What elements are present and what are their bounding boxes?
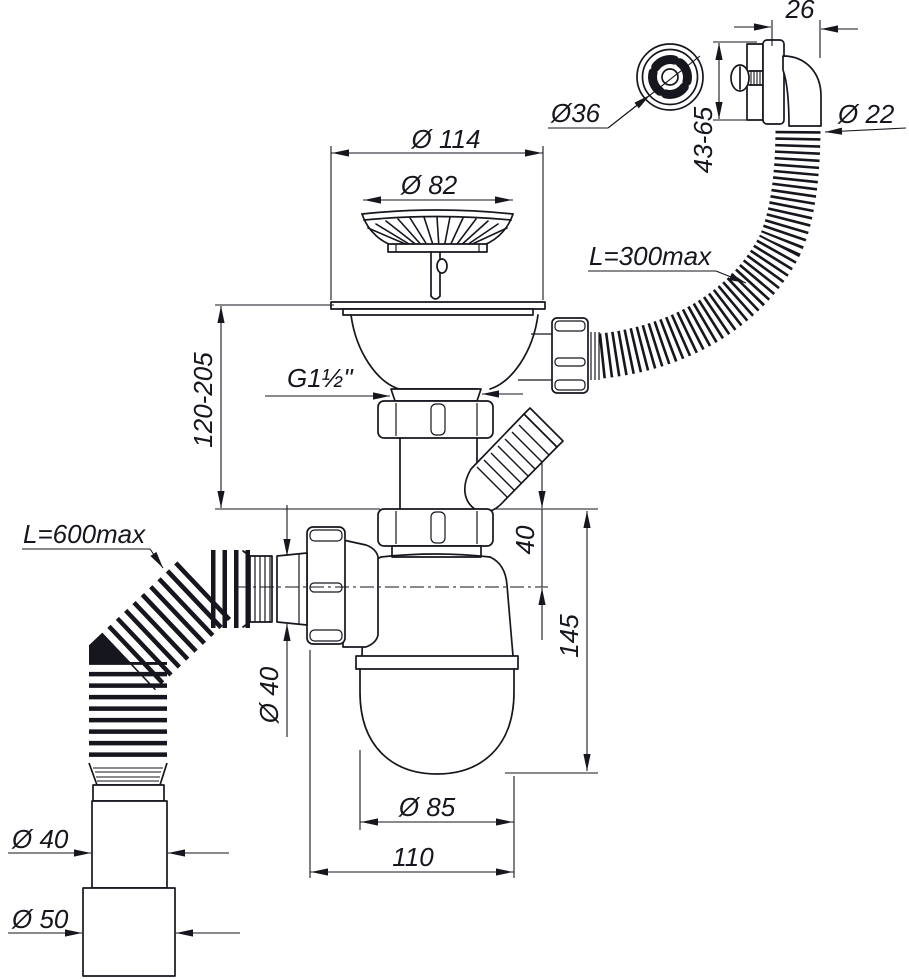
tailpipe [399, 437, 478, 510]
dim-label-mount-height: 120-205 [188, 352, 218, 448]
overflow-elbow [730, 39, 822, 127]
dim-strainer-outer: Ø 114 [330, 124, 544, 300]
hose-end-adapter [82, 762, 176, 977]
dim-label-inlet-offset: 40 [510, 525, 540, 554]
screw [730, 64, 764, 92]
dim-label-outlet-pipe-dia: Ø 40 [254, 666, 284, 724]
dim-cup-dia: Ø 85 [359, 750, 515, 878]
union-nut-lower [377, 508, 494, 558]
outlet-corrugated-hose [86, 547, 250, 763]
dim-label-overflow-hose-dia: Ø 22 [837, 99, 895, 129]
dim-outlet-pipe-dia: Ø 40 [254, 505, 291, 737]
dim-label-trap-depth: 110 [392, 842, 434, 872]
union-nut-upper [377, 400, 494, 439]
dim-label-thread: G1½" [287, 363, 354, 393]
dim-label-overflow-grille: Ø36 [550, 98, 601, 128]
dim-label-hose-adapter-dia: Ø 50 [11, 904, 69, 934]
dim-trap-height: 145 [505, 511, 598, 774]
dim-label-overflow-hose-length: L=300max [589, 241, 712, 271]
overflow-grille [636, 43, 704, 111]
dim-overflow-hose-length: L=300max [588, 241, 747, 284]
dim-label-hose-end-dia: Ø 40 [11, 824, 69, 854]
dim-hose-end-dia: Ø 40 [8, 824, 229, 857]
dim-label-strainer-inner: Ø 82 [400, 170, 458, 200]
dim-overflow-grille: Ø36 [548, 55, 701, 129]
dim-overflow-height: 43-65 [688, 41, 760, 173]
dim-thread: G1½" [265, 363, 523, 400]
drain-bowl [350, 314, 552, 402]
dim-hose-adapter-dia: Ø 50 [8, 904, 240, 937]
dim-inlet-offset: 40 [495, 463, 598, 640]
dim-label-overflow-height: 43-65 [688, 106, 718, 173]
overflow-hose-nut [551, 317, 600, 394]
dim-elbow-width: 26 [734, 0, 858, 58]
dim-label-strainer-outer: Ø 114 [411, 124, 481, 154]
dim-mount-height: 120-205 [188, 304, 380, 510]
dim-label-outlet-hose-length: L=600max [23, 519, 146, 549]
trap-side-outlet [242, 526, 379, 648]
overflow-hose [598, 126, 823, 381]
strainer-basket [361, 209, 514, 300]
dim-overflow-hose-dia: Ø 22 [824, 99, 907, 135]
dimension-lines: Ø 114 Ø 82 26 43-65 Ø 22 [8, 0, 907, 937]
sink-flange [330, 301, 546, 316]
dim-outlet-hose-length: L=600max [22, 519, 164, 569]
dim-label-elbow-width: 26 [785, 0, 815, 24]
dim-trap-depth: 110 [309, 650, 514, 878]
dim-label-cup-dia: Ø 85 [398, 792, 456, 822]
dim-label-trap-height: 145 [554, 614, 584, 658]
dim-strainer-inner: Ø 82 [363, 170, 513, 204]
